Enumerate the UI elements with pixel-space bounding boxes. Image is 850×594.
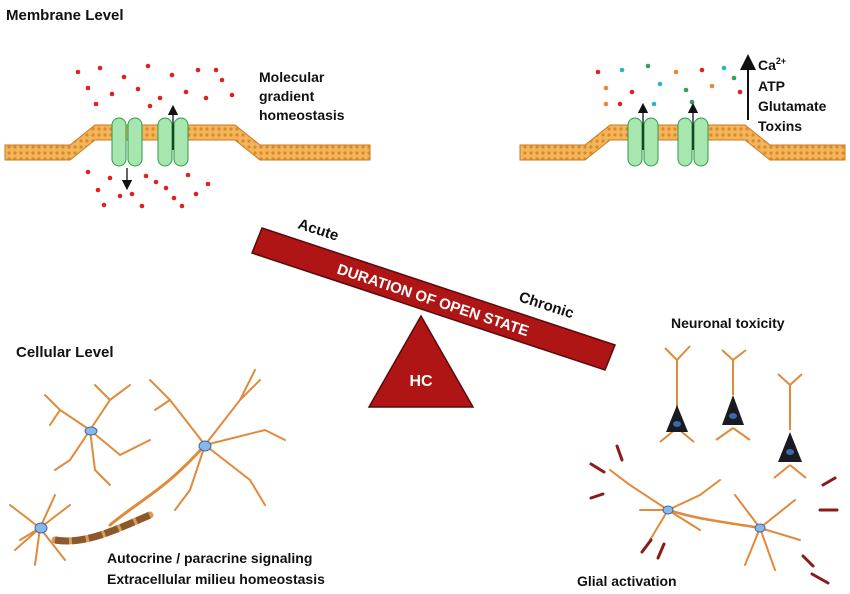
toxic-neuron-1 <box>659 345 695 443</box>
toxins-label: Toxins <box>758 118 802 134</box>
ion-dot <box>673 69 679 75</box>
ion-dot <box>213 67 219 73</box>
ion-dot <box>85 85 91 91</box>
neuronal-toxicity-title: Neuronal toxicity <box>671 315 785 331</box>
ion-dot <box>731 75 737 81</box>
ion-dot <box>683 87 689 93</box>
left-membrane <box>4 124 371 161</box>
ion-dot <box>603 85 609 91</box>
ion-dot <box>85 169 91 175</box>
ion-dot <box>109 91 115 97</box>
toxic-neuron-3 <box>773 373 807 479</box>
ion-dot <box>645 63 651 69</box>
glial-nucleus-2 <box>754 523 766 533</box>
ion-dot <box>147 103 153 109</box>
ion-dot <box>153 179 159 185</box>
left-hemichannel-2 <box>157 104 189 167</box>
left-membrane-label-line1: Molecular <box>259 69 325 85</box>
left-membrane-label-line2: gradient <box>259 88 315 104</box>
cellular-caption-line1: Autocrine / paracrine signaling <box>107 550 312 566</box>
acute-label: Acute <box>296 216 341 245</box>
ion-dot <box>195 67 201 73</box>
fulcrum-label: HC <box>409 373 433 390</box>
ion-dot <box>737 89 743 95</box>
ion-dot <box>699 67 705 73</box>
beam-label: DURATION OF OPEN STATE <box>335 261 531 340</box>
ion-dot <box>143 173 149 179</box>
glial-nucleus-1 <box>662 505 674 515</box>
ion-dot <box>157 95 163 101</box>
membrane-level-title: Membrane Level <box>6 7 124 24</box>
ion-dot <box>129 191 135 197</box>
atp-label: ATP <box>758 78 785 94</box>
left-intracellular-ions <box>85 169 211 209</box>
ion-dot <box>205 181 211 187</box>
ion-dot <box>229 92 235 98</box>
neuron-nucleus-1 <box>198 440 212 452</box>
fulcrum-triangle <box>367 314 475 408</box>
cellular-caption-line2: Extracellular milieu homeostasis <box>107 571 325 587</box>
axon-myelin <box>51 511 154 545</box>
right-membrane <box>519 124 846 161</box>
ion-dot <box>603 101 609 107</box>
ion-dot <box>595 69 601 75</box>
right-hemichannel-1 <box>627 102 659 167</box>
ion-dot <box>183 89 189 95</box>
ion-dot <box>171 195 177 201</box>
glutamate-label: Glutamate <box>758 98 827 114</box>
ion-dot <box>629 89 635 95</box>
astrocyte-nucleus <box>84 426 98 436</box>
ion-dot <box>179 203 185 209</box>
ion-dot <box>185 172 191 178</box>
ion-dot <box>619 67 625 73</box>
ion-dot <box>709 83 715 89</box>
left-hemichannel-1 <box>111 117 143 191</box>
left-extracellular-ions <box>75 63 235 109</box>
activation-marks <box>589 444 839 585</box>
glial-cells <box>609 469 801 571</box>
seesaw-beam <box>251 227 616 371</box>
ion-dot <box>117 193 123 199</box>
ion-dot <box>617 101 623 107</box>
ion-dot <box>97 65 103 71</box>
ion-dot <box>95 187 101 193</box>
toxic-neuron-2 <box>715 349 751 441</box>
ion-dot <box>145 63 151 69</box>
ion-dot <box>101 202 107 208</box>
ion-dot <box>651 101 657 107</box>
ion-dot <box>93 101 99 107</box>
ion-dot <box>139 203 145 209</box>
ion-dot <box>107 175 113 181</box>
calcium-charge: 2+ <box>776 56 786 66</box>
ion-dot <box>193 191 199 197</box>
neuron-nucleus-2 <box>34 522 48 534</box>
ion-dot <box>75 69 81 75</box>
glial-activation-label: Glial activation <box>577 573 677 589</box>
calcium-label: Ca2+ <box>758 56 786 73</box>
ion-dot <box>163 185 169 191</box>
ion-dot <box>689 99 695 105</box>
left-membrane-label-line3: homeostasis <box>259 107 345 123</box>
neuron-network <box>9 369 286 566</box>
ion-dot <box>219 77 225 83</box>
cellular-level-title: Cellular Level <box>16 344 114 361</box>
ion-dot <box>721 65 727 71</box>
right-extracellular-molecules <box>595 63 743 107</box>
ion-dot <box>121 74 127 80</box>
ion-dot <box>135 86 141 92</box>
right-hemichannel-2 <box>677 102 709 167</box>
ion-dot <box>203 95 209 101</box>
ion-dot <box>657 81 663 87</box>
ion-dot <box>169 72 175 78</box>
